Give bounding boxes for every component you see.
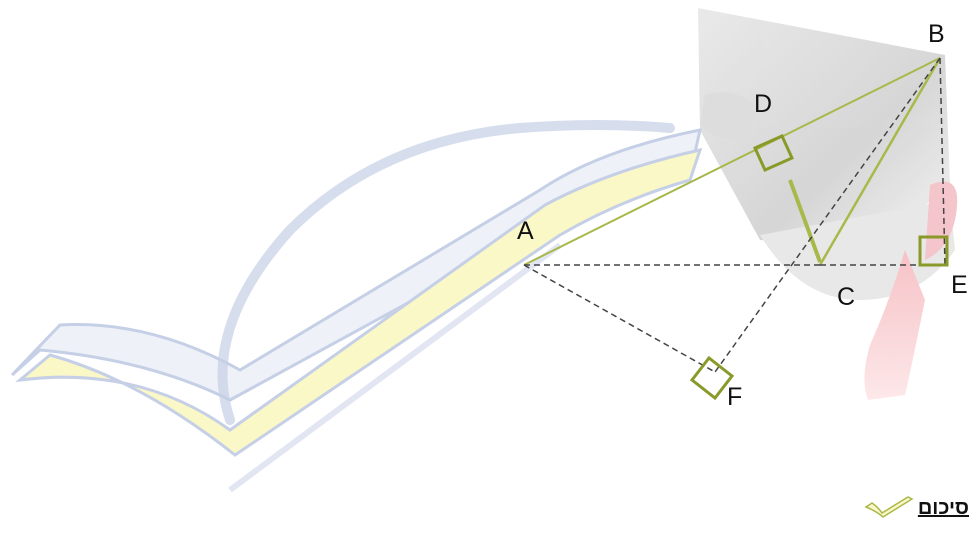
triangle-abc [523,57,942,266]
right-angle-markers [689,134,949,401]
segment-ab [523,57,941,266]
point-label-d: D [754,90,773,118]
right-angle-marker-f [689,355,735,401]
segment-be [939,57,946,266]
right-angle-marker-d [753,134,794,172]
summary-link[interactable]: סיכום [864,493,969,524]
right-angle-marker-e [918,235,949,267]
point-label-f: F [727,383,743,411]
point-label-e: E [951,271,968,299]
point-label-b: B [928,20,945,48]
summary-label: סיכום [917,497,969,519]
checkmark-icon [864,493,914,524]
segment-af [523,264,716,373]
segment-bf [714,57,941,373]
point-label-c: C [837,283,856,311]
point-label-a: A [517,217,534,245]
graduation-cap-icon [698,8,958,400]
altitude-cd [788,179,822,263]
checkmark-icon [10,120,703,493]
segment-bc [818,57,942,266]
